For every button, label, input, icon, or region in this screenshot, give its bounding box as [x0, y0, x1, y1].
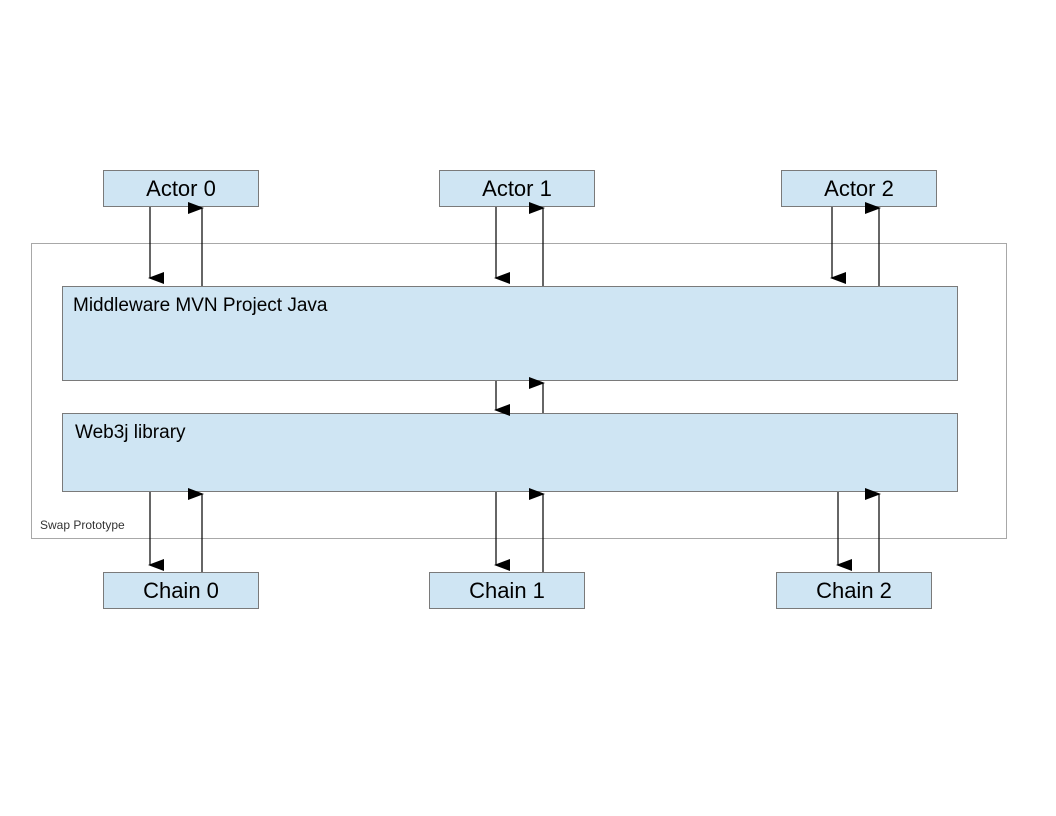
actor-1-box: Actor 1: [439, 170, 595, 207]
actor-2-label: Actor 2: [824, 175, 894, 201]
actor-0-box: Actor 0: [103, 170, 259, 207]
chain-0-box: Chain 0: [103, 572, 259, 609]
middleware-label: Middleware MVN Project Java: [73, 295, 328, 316]
actor-1-label: Actor 1: [482, 175, 552, 201]
web3j-library-label: Web3j library: [75, 422, 186, 443]
chain-1-box: Chain 1: [429, 572, 585, 609]
chain-1-label: Chain 1: [469, 577, 545, 603]
actor-0-label: Actor 0: [146, 175, 216, 201]
chain-0-label: Chain 0: [143, 577, 219, 603]
chain-2-label: Chain 2: [816, 577, 892, 603]
actor-2-box: Actor 2: [781, 170, 937, 207]
swap-prototype-label: Swap Prototype: [40, 518, 125, 532]
web3j-library-box: Web3j library: [62, 413, 958, 492]
middleware-box: Middleware MVN Project Java: [62, 286, 958, 381]
chain-2-box: Chain 2: [776, 572, 932, 609]
swap-prototype-frame: [31, 243, 1007, 539]
